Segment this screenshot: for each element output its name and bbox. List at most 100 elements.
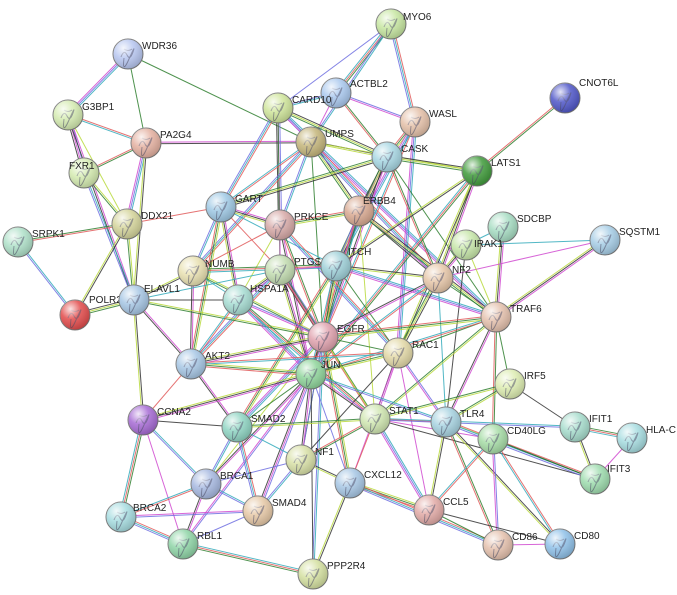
node-traf6[interactable]: TRAF6	[480, 301, 542, 333]
node-smad4[interactable]: SMAD4	[242, 495, 307, 527]
node-cask[interactable]: CASK	[371, 141, 429, 173]
edge-strand	[465, 239, 606, 246]
node-cd40lg[interactable]: CD40LG	[477, 423, 546, 455]
node-highlight	[580, 464, 610, 494]
node-akt2[interactable]: AKT2	[175, 348, 230, 380]
edge-strand	[375, 417, 576, 427]
edge-strand	[386, 156, 497, 318]
edge-strand	[446, 317, 498, 423]
edge-strand	[320, 337, 349, 484]
node-ifit1[interactable]: IFIT1	[559, 411, 613, 443]
node-sqstm1[interactable]: SQSTM1	[589, 224, 661, 256]
node-cd86[interactable]: CD86	[482, 529, 538, 561]
edge-strand	[121, 511, 259, 519]
node-label: UMPS	[325, 129, 354, 140]
edge-strand	[493, 438, 562, 544]
edge-jun-brca1	[205, 373, 312, 485]
node-ddx21[interactable]: DDX21	[111, 208, 174, 240]
node-rac1[interactable]: RAC1	[382, 337, 439, 369]
node-label: WDR36	[142, 41, 177, 52]
edge-lats1-nf2	[436, 170, 479, 279]
node-ccna2[interactable]: CCNA2	[127, 404, 191, 436]
edge-strand	[257, 373, 312, 512]
node-wdr36[interactable]: WDR36	[112, 38, 177, 70]
node-label: TRAF6	[510, 304, 542, 315]
node-umps[interactable]: UMPS	[295, 126, 354, 158]
edge-strand	[279, 107, 283, 225]
edge-strand	[322, 336, 351, 484]
node-ppp2r4[interactable]: PPP2R4	[297, 558, 366, 590]
edge-strand	[277, 107, 388, 158]
node-nf2[interactable]: NF2	[422, 262, 471, 294]
node-hspa1a[interactable]: HSPA1A	[222, 284, 289, 316]
node-ccl5[interactable]: CCL5	[413, 494, 469, 526]
edge-strand	[221, 108, 280, 209]
node-highlight	[617, 423, 647, 453]
edge-strand	[275, 108, 279, 226]
edge-strand	[445, 422, 560, 545]
edge-strand	[323, 318, 497, 340]
node-stat1[interactable]: STAT1	[359, 403, 419, 435]
edge-strand	[218, 207, 237, 301]
node-wasl[interactable]: WASL	[399, 106, 457, 138]
node-irak1[interactable]: IRAK1	[450, 229, 503, 261]
node-ifit3[interactable]: IFIT3	[579, 463, 631, 495]
node-itch[interactable]: ITCH	[320, 247, 371, 282]
edge-strand	[375, 317, 497, 420]
edge-strand	[495, 239, 606, 318]
node-sdcbp[interactable]: SDCBP	[487, 211, 552, 243]
edge-strand	[145, 140, 311, 143]
node-card10[interactable]: CARD10	[262, 92, 332, 124]
edge-lats1-itch	[335, 169, 478, 268]
edge-gart-hspa1a	[218, 206, 241, 301]
edge-strand	[396, 170, 477, 353]
node-rbl1[interactable]: RBL1	[167, 528, 222, 560]
node-cxcl12[interactable]: CXCL12	[334, 467, 402, 499]
node-erbb4[interactable]: ERBB4	[343, 195, 396, 227]
edge-itch-nf2	[335, 264, 439, 280]
node-egfr[interactable]: EGFR	[307, 321, 365, 353]
node-nf1[interactable]: NF1	[285, 444, 334, 476]
edge-strand	[192, 207, 224, 365]
node-label: SMAD2	[251, 414, 286, 425]
node-irf5[interactable]: IRF5	[494, 368, 546, 400]
node-srpk1[interactable]: SRPK1	[2, 226, 65, 258]
node-brca1[interactable]: BRCA1	[190, 468, 254, 500]
edge-strand	[220, 206, 239, 301]
edge-strand	[191, 353, 399, 366]
node-elavl1[interactable]: ELAVL1	[118, 284, 180, 316]
node-lats1[interactable]: LATS1	[461, 155, 521, 187]
node-polr2e[interactable]: POLR2E	[59, 295, 129, 331]
node-jun[interactable]: JUN	[295, 358, 340, 390]
node-cnot6l[interactable]: CNOT6L	[549, 78, 619, 114]
node-brca2[interactable]: BRCA2	[105, 501, 167, 533]
node-ptgs2[interactable]: PTGS2	[264, 254, 327, 286]
node-highlight	[483, 530, 513, 560]
node-highlight	[481, 302, 511, 332]
node-actbl2[interactable]: ACTBL2	[320, 77, 388, 109]
edge-strand	[143, 375, 312, 423]
node-numb[interactable]: NUMB	[177, 255, 235, 287]
node-prkce[interactable]: PRKCE	[264, 209, 329, 241]
node-highlight	[298, 559, 328, 589]
node-label: FXR1	[69, 161, 95, 172]
edge-umps-egfr	[310, 141, 324, 338]
edge-strand	[191, 271, 195, 365]
node-hla-c[interactable]: HLA-C	[616, 422, 676, 454]
node-highlight	[263, 93, 293, 123]
node-gart[interactable]: GART	[205, 191, 263, 223]
node-label: PTGS2	[294, 257, 327, 268]
node-label: IFIT3	[607, 464, 631, 475]
node-highlight	[590, 225, 620, 255]
node-fxr1[interactable]: FXR1	[68, 157, 100, 189]
node-cd80[interactable]: CD80	[544, 528, 600, 560]
node-smad2[interactable]: SMAD2	[221, 411, 286, 443]
node-myo6[interactable]: MYO6	[375, 8, 432, 40]
edge-strand	[336, 264, 439, 278]
node-g3bp1[interactable]: G3BP1	[52, 99, 115, 131]
node-tlr4[interactable]: TLR4	[430, 406, 485, 438]
node-pa2g4[interactable]: PA2G4	[130, 127, 192, 159]
edge-strand	[192, 263, 336, 270]
node-highlight	[400, 107, 430, 137]
node-highlight	[423, 263, 453, 293]
